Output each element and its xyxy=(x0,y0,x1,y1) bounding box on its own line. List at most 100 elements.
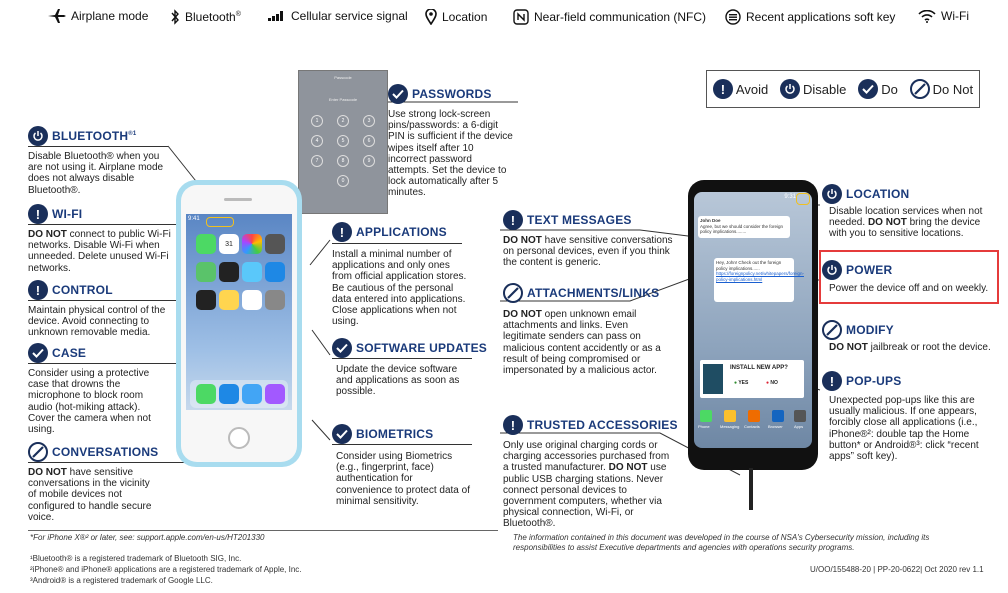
messaging-app-icon[interactable] xyxy=(724,410,736,422)
text-messages-title: !TEXT MESSAGES xyxy=(503,210,632,230)
messages-app-icon[interactable] xyxy=(196,234,216,254)
popup-yes-button[interactable]: ● YES xyxy=(734,380,749,386)
attachments-title: ATTACHMENTS/LINKS xyxy=(503,283,659,303)
youtube-app-icon[interactable] xyxy=(242,290,262,310)
legend-do-not: Do Not xyxy=(909,79,973,99)
prohibited-icon xyxy=(28,442,48,462)
maps-app-icon[interactable] xyxy=(196,262,216,282)
exclamation-icon: ! xyxy=(28,204,48,224)
location-pin-icon xyxy=(425,9,437,25)
contacts-app-icon[interactable] xyxy=(748,410,760,422)
case-text: Consider using a protective case that dr… xyxy=(28,368,151,436)
settings-app-icon[interactable] xyxy=(265,290,285,310)
passcode-screen: Passcode Enter Passcode 1 2 3 4 5 6 7 8 … xyxy=(298,70,388,214)
mail-app-icon[interactable] xyxy=(242,384,262,404)
exclamation-icon: ! xyxy=(503,210,523,230)
location-text: Disable location services when not neede… xyxy=(829,206,983,240)
legend-do: Do xyxy=(858,79,898,99)
legend-cellular: Cellular service signal xyxy=(268,9,408,23)
applications-text: Install a minimal number of applications… xyxy=(332,249,467,328)
prohibited-icon xyxy=(503,283,523,303)
power-text: Power the device off and on weekly. xyxy=(829,283,989,294)
camera-app-icon[interactable] xyxy=(265,234,285,254)
case-title: CASE xyxy=(28,343,86,363)
suspicious-link[interactable]: https://foreignpolicy.net/whitepapers/fo… xyxy=(716,271,804,282)
home-button[interactable] xyxy=(228,427,250,449)
legend-location: Location xyxy=(425,9,487,25)
divider xyxy=(28,462,188,463)
photos-app-icon[interactable] xyxy=(242,234,262,254)
divider xyxy=(28,300,188,301)
power-icon xyxy=(822,184,842,204)
legend-airplane: Airplane mode xyxy=(48,9,148,23)
passcode-key[interactable]: 3 xyxy=(363,115,375,127)
power-icon xyxy=(780,79,801,99)
message-bubble: Hey, John! Check out the foreign policy … xyxy=(714,258,804,302)
checkmark-icon xyxy=(858,79,879,99)
clock-app-icon[interactable] xyxy=(219,262,239,282)
calendar-app-icon[interactable]: 31 xyxy=(219,234,239,254)
safari-app-icon[interactable] xyxy=(219,384,239,404)
text-messages-text: DO NOT have sensitive conversations on p… xyxy=(503,235,673,269)
passcode-key[interactable]: 8 xyxy=(337,155,349,167)
dock-apps[interactable]: Apps xyxy=(794,424,804,429)
legend-recent-apps: Recent applications soft key xyxy=(725,9,895,25)
dock-phone[interactable]: Phone xyxy=(698,424,710,429)
biometrics-text: Consider using Biometrics (e.g., fingerp… xyxy=(336,451,470,507)
divider xyxy=(28,363,178,364)
power-icon xyxy=(28,126,48,146)
power-icon xyxy=(822,260,842,280)
location-title: LOCATION xyxy=(822,184,909,204)
dock-contacts[interactable]: Contacts xyxy=(744,424,760,429)
conversations-title: CONVERSATIONS xyxy=(28,442,158,462)
trusted-accessories-text: Only use original charging cords or char… xyxy=(503,440,670,530)
software-updates-title: SOFTWARE UPDATES xyxy=(332,338,487,358)
biometrics-title: BIOMETRICS xyxy=(332,424,433,444)
passcode-key[interactable]: 9 xyxy=(363,155,375,167)
stocks-app-icon[interactable] xyxy=(196,290,216,310)
phone-app-icon[interactable] xyxy=(196,384,216,404)
phone-app-icon[interactable] xyxy=(700,410,712,422)
passcode-key[interactable]: 4 xyxy=(311,135,323,147)
dock-messaging[interactable]: Messaging xyxy=(720,424,740,429)
weather-app-icon[interactable] xyxy=(242,262,262,282)
divider xyxy=(332,358,472,359)
install-popup: INSTALL NEW APP? ● YES ● NO xyxy=(700,360,804,398)
disclaimer: The information contained in this docume… xyxy=(513,533,930,552)
exclamation-icon: ! xyxy=(28,280,48,300)
apps-grid-icon[interactable] xyxy=(794,410,806,422)
prohibited-icon xyxy=(909,79,930,99)
notes-app-icon[interactable] xyxy=(219,290,239,310)
browser-app-icon[interactable] xyxy=(772,410,784,422)
footnote-iphonex: *For iPhone X®² or later, see: support.a… xyxy=(30,533,265,542)
dock-browser[interactable]: Browser xyxy=(768,424,783,429)
attachments-text: DO NOT open unknown email attachments an… xyxy=(503,309,661,377)
prohibited-icon xyxy=(822,320,842,340)
power-title: POWER xyxy=(822,260,892,280)
trusted-accessories-title: !TRUSTED ACCESSORIES xyxy=(503,415,678,435)
passcode-key[interactable]: 6 xyxy=(363,135,375,147)
star-app-icon[interactable] xyxy=(265,384,285,404)
popup-no-button[interactable]: ● NO xyxy=(766,380,778,386)
exclamation-icon: ! xyxy=(503,415,523,435)
passcode-key[interactable]: 2 xyxy=(337,115,349,127)
action-legend: !Avoid Disable Do Do Not xyxy=(706,70,980,108)
footnote-3: ³Android® is a registered trademark of G… xyxy=(30,576,213,585)
iphone-illustration: 9:41 31 xyxy=(176,180,302,467)
passcode-key[interactable]: 0 xyxy=(337,175,349,187)
checkmark-icon xyxy=(332,424,352,444)
divider xyxy=(332,243,462,244)
charging-cable xyxy=(749,468,753,510)
control-text: Maintain physical control of the device.… xyxy=(28,305,166,339)
iphone-screen: 9:41 31 xyxy=(186,214,292,410)
app-store-icon[interactable] xyxy=(265,262,285,282)
recent-apps-icon xyxy=(725,9,741,25)
exclamation-icon: ! xyxy=(332,222,352,242)
passcode-key[interactable]: 5 xyxy=(337,135,349,147)
passcode-key[interactable]: 1 xyxy=(311,115,323,127)
passcode-key[interactable]: 7 xyxy=(311,155,323,167)
cellular-signal-icon xyxy=(268,11,283,21)
airplane-icon xyxy=(48,9,66,23)
